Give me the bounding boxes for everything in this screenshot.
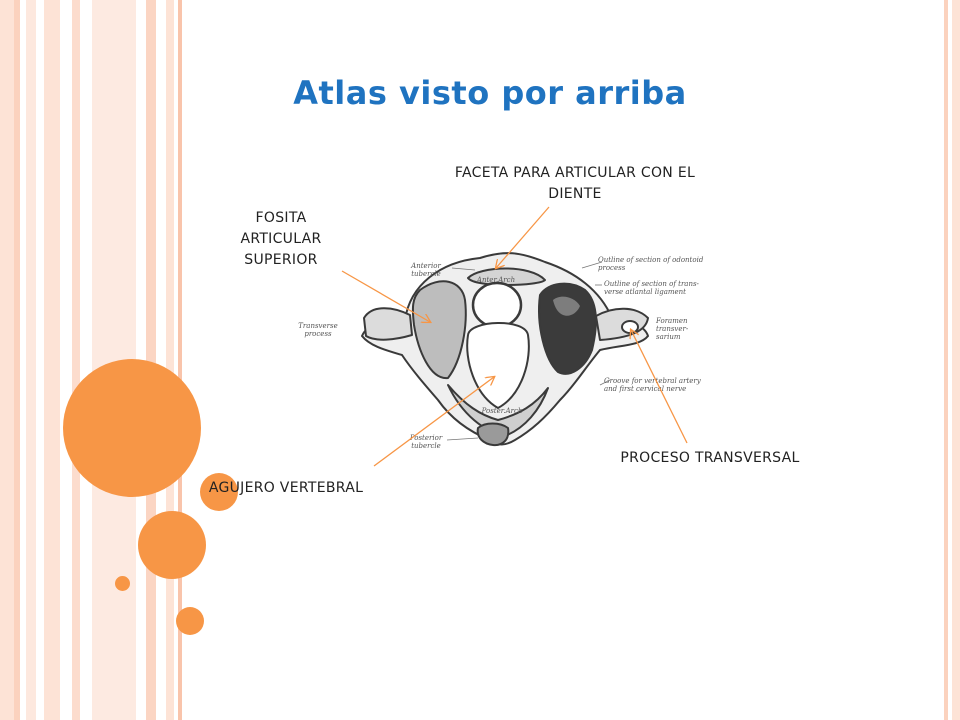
decorative-stripe (44, 0, 60, 720)
decorative-circle-medium (138, 511, 206, 579)
left-lateral-mass (411, 280, 467, 380)
foramen-transversarium-caption: Foramen transver- sarium (656, 317, 700, 341)
proceso-label: PROCESO TRANSVERSAL (620, 450, 800, 466)
groove-caption: Groove for vertebral artery and first ce… (604, 377, 714, 393)
caption-line: process (598, 264, 626, 272)
agujero-label: AGUJERO VERTEBRAL (208, 480, 364, 496)
decorative-circle-large (63, 359, 201, 497)
transverse-process-caption: Transverse process (292, 322, 344, 338)
decorative-stripe (146, 0, 156, 720)
caption-line: verse atlantal ligament (604, 288, 686, 296)
caption-line: Outline of section of odontoid (598, 256, 704, 264)
caption-line: Transverse (298, 322, 338, 330)
faceta-label-line: DIENTE (548, 186, 602, 202)
fosita-label: FOSITA ARTICULAR SUPERIOR (226, 208, 336, 271)
posterior-arch-caption: Poster.Arch (481, 407, 523, 415)
decorative-stripe (166, 0, 174, 720)
decorative-stripe (178, 0, 182, 720)
decorative-stripe (952, 0, 960, 720)
vertebral-foramen (466, 322, 530, 409)
agujero-arrow (373, 377, 494, 467)
right-lateral-mass (538, 282, 597, 375)
decorative-circle-tiny (115, 576, 130, 591)
caption-line: Foramen (656, 317, 688, 325)
caption-line: process (304, 330, 332, 338)
fosita-arrow (341, 270, 430, 322)
anterior-arch-caption: Anter.Arch (476, 276, 516, 284)
fosita-label-line: FOSITA (255, 210, 307, 226)
fosita-label-line: SUPERIOR (244, 252, 318, 268)
odontoid-outline-caption: Outline of section of odontoid process (598, 256, 718, 272)
caption-line: and first cervical nerve (604, 385, 687, 393)
posterior-tubercle-caption: Posterior tubercle (409, 434, 443, 450)
caption-line: sarium (656, 333, 681, 341)
ligament-outline-caption: Outline of section of trans- verse atlan… (604, 280, 714, 296)
caption-line: Groove for vertebral artery (604, 377, 701, 385)
faceta-label: FACETA PARA ARTICULAR CON EL DIENTE (400, 163, 750, 205)
posterior-tubercle (476, 422, 510, 447)
slide-title: Atlas visto por arriba (293, 74, 687, 112)
decorative-stripe (944, 0, 948, 720)
decorative-circle-small (200, 473, 238, 511)
left-transverse-process (363, 307, 413, 341)
fosita-label-line: ARTICULAR (240, 231, 322, 247)
proceso-arrow (631, 330, 688, 444)
decorative-circle-small (176, 607, 204, 635)
anterior-tubercle-caption: Anterior tubercle (411, 262, 441, 278)
caption-line: transver- (656, 325, 689, 333)
decorative-stripe (26, 0, 36, 720)
decorative-stripe (72, 0, 80, 720)
caption-line: Outline of section of trans- (604, 280, 699, 288)
decorative-stripe (0, 0, 14, 720)
faceta-arrow (496, 206, 550, 268)
decorative-stripe (14, 0, 20, 720)
faceta-label-line: FACETA PARA ARTICULAR CON EL (454, 165, 696, 181)
